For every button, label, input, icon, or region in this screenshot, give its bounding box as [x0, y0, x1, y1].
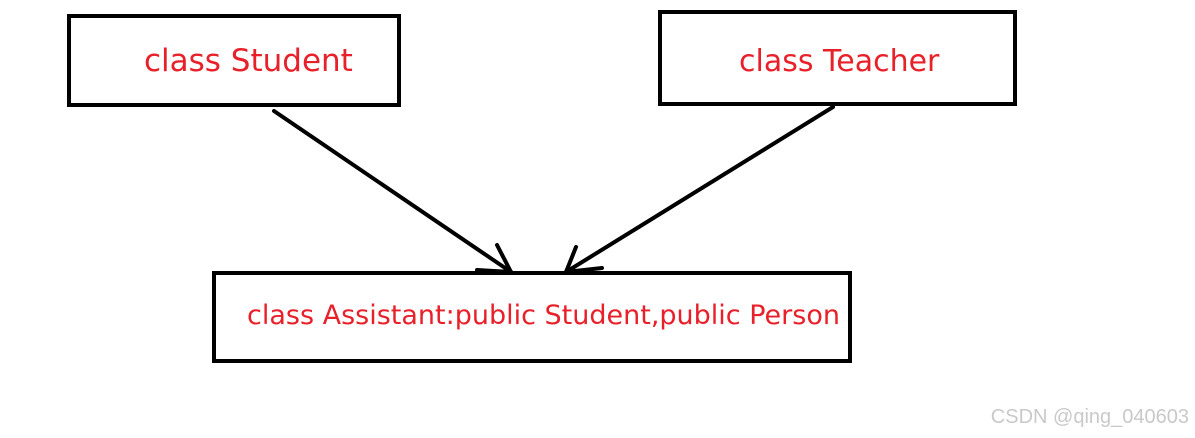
- student-class-box: class Student: [67, 14, 401, 107]
- student-class-label: class Student: [144, 43, 353, 79]
- assistant-class-box: class Assistant:public Student,public Pe…: [212, 271, 852, 363]
- csdn-watermark: CSDN @qing_040603: [990, 406, 1189, 428]
- arrowhead-stroke: [495, 243, 513, 274]
- teacher-to-assistant-arrow: [564, 105, 835, 274]
- student-to-assistant-arrow: [272, 109, 513, 274]
- assistant-class-label: class Assistant:public Student,public Pe…: [247, 300, 840, 331]
- arrow-shaft: [272, 109, 513, 274]
- teacher-class-box: class Teacher: [658, 10, 1017, 106]
- teacher-class-label: class Teacher: [739, 44, 940, 79]
- arrowhead-stroke: [564, 245, 578, 274]
- arrow-shaft: [564, 105, 835, 274]
